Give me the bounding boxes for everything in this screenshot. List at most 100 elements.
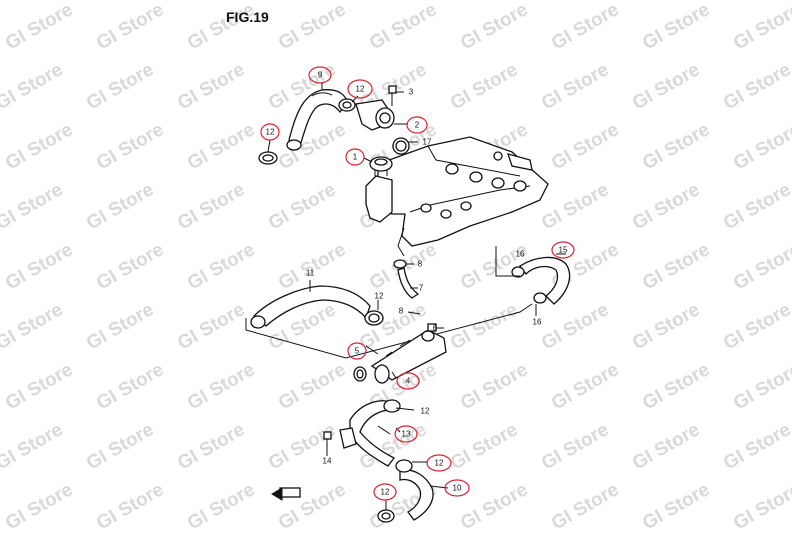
part-label-6: 6 <box>433 324 438 333</box>
watermark-text: GI Store <box>457 359 532 414</box>
watermark-text: GI Store <box>2 479 77 534</box>
watermark-text: GI Store <box>457 0 532 54</box>
watermark-text: GI Store <box>366 0 441 54</box>
reference-line <box>245 303 533 359</box>
watermark-text: GI Store <box>639 239 714 294</box>
watermark-text: GI Store <box>629 59 704 114</box>
watermark-text: GI Store <box>83 59 158 114</box>
watermark-text: GI Store <box>730 119 792 174</box>
callout-circle-12e <box>426 454 452 472</box>
part-label-12e: 12 <box>435 459 444 468</box>
leader-12b <box>351 95 359 103</box>
watermark-text: GI Store <box>538 299 613 354</box>
watermark-text: GI Store <box>639 119 714 174</box>
part-label-3: 3 <box>409 88 414 97</box>
part-label-12c: 12 <box>375 292 384 301</box>
watermark-text: GI Store <box>184 479 259 534</box>
callout-circle-2 <box>406 116 428 134</box>
leader-8b <box>407 311 421 315</box>
watermark-text: GI Store <box>93 119 168 174</box>
watermark-text: GI Store <box>548 119 623 174</box>
callout-circle-5 <box>347 342 367 360</box>
callout-circle-10 <box>444 479 470 497</box>
thermostat-cap <box>355 99 395 131</box>
watermark-text: GI Store <box>2 239 77 294</box>
gasket <box>392 137 410 155</box>
watermark-text: GI Store <box>93 239 168 294</box>
leader-4 <box>391 371 397 379</box>
watermark-text: GI Store <box>0 419 67 474</box>
part-label-14: 14 <box>323 457 332 466</box>
front-arrow-icon <box>271 487 301 501</box>
leader-5 <box>365 345 379 355</box>
water-pipe <box>370 329 447 384</box>
clamp-upper-left <box>258 151 278 165</box>
watermark-text: GI Store <box>730 359 792 414</box>
watermark-text: GI Store <box>0 299 67 354</box>
watermark-text: GI Store <box>83 299 158 354</box>
watermark-text: GI Store <box>730 239 792 294</box>
part-label-10: 10 <box>453 484 462 493</box>
watermark-text: GI Store <box>548 359 623 414</box>
part-label-2: 2 <box>415 121 420 130</box>
part-label-1: 1 <box>353 153 358 162</box>
bolt <box>388 85 397 106</box>
watermark-text: GI Store <box>720 419 792 474</box>
watermark-text: GI Store <box>548 479 623 534</box>
watermark-text: GI Store <box>93 0 168 54</box>
watermark-text: GI Store <box>174 419 249 474</box>
watermark-text: GI Store <box>447 419 522 474</box>
small-hose <box>397 267 420 299</box>
watermark-text: GI Store <box>720 179 792 234</box>
bracket <box>323 427 357 449</box>
watermark-text: GI Store <box>730 479 792 534</box>
watermark-text: GI Store <box>538 179 613 234</box>
callout-circle-12f <box>373 483 397 501</box>
leader-12d <box>395 407 415 411</box>
part-label-16a: 16 <box>516 250 525 259</box>
part-label-5: 5 <box>355 347 360 356</box>
part-label-12b: 12 <box>356 85 365 94</box>
clamp-upper-right <box>338 98 356 112</box>
watermark-text: GI Store <box>275 359 350 414</box>
part-label-17: 17 <box>423 138 432 147</box>
watermark-text: GI Store <box>538 419 613 474</box>
part-label-12a: 12 <box>266 128 275 137</box>
watermark-text: GI Store <box>457 479 532 534</box>
long-hose <box>250 285 384 329</box>
leader-13 <box>395 427 401 433</box>
watermark-text: GI Store <box>174 299 249 354</box>
watermark-text: GI Store <box>629 299 704 354</box>
watermark-text: GI Store <box>184 119 259 174</box>
part-label-15: 15 <box>559 246 568 255</box>
part-label-7: 7 <box>419 284 424 293</box>
watermark-text: GI Store <box>0 59 67 114</box>
intake-manifold <box>365 136 549 257</box>
leader-1 <box>363 157 373 163</box>
watermark-text: GI Store <box>83 419 158 474</box>
watermark-text: GI Store <box>720 59 792 114</box>
watermark-text: GI Store <box>720 299 792 354</box>
watermark-text: GI Store <box>265 179 340 234</box>
watermark-text: GI Store <box>184 359 259 414</box>
watermark-text: GI Store <box>265 419 340 474</box>
callout-circle-12a <box>260 123 280 141</box>
thermostat <box>369 156 393 176</box>
watermark-text: GI Store <box>2 119 77 174</box>
watermark-text: GI Store <box>275 0 350 54</box>
bottom-hose-10 <box>377 459 434 523</box>
callout-circle-13 <box>394 425 418 443</box>
watermark-text: GI Store <box>639 359 714 414</box>
watermark-text: GI Store <box>275 239 350 294</box>
part-label-4: 4 <box>406 377 411 386</box>
watermark-text: GI Store <box>174 59 249 114</box>
watermark-text: GI Store <box>184 239 259 294</box>
callout-circle-15 <box>551 241 575 259</box>
callout-circle-12b <box>347 79 373 99</box>
watermark-text: GI Store <box>639 0 714 54</box>
watermark-text: GI Store <box>0 179 67 234</box>
watermark-text: GI Store <box>447 299 522 354</box>
leader-12a <box>267 139 271 153</box>
watermark-text: GI Store <box>83 179 158 234</box>
